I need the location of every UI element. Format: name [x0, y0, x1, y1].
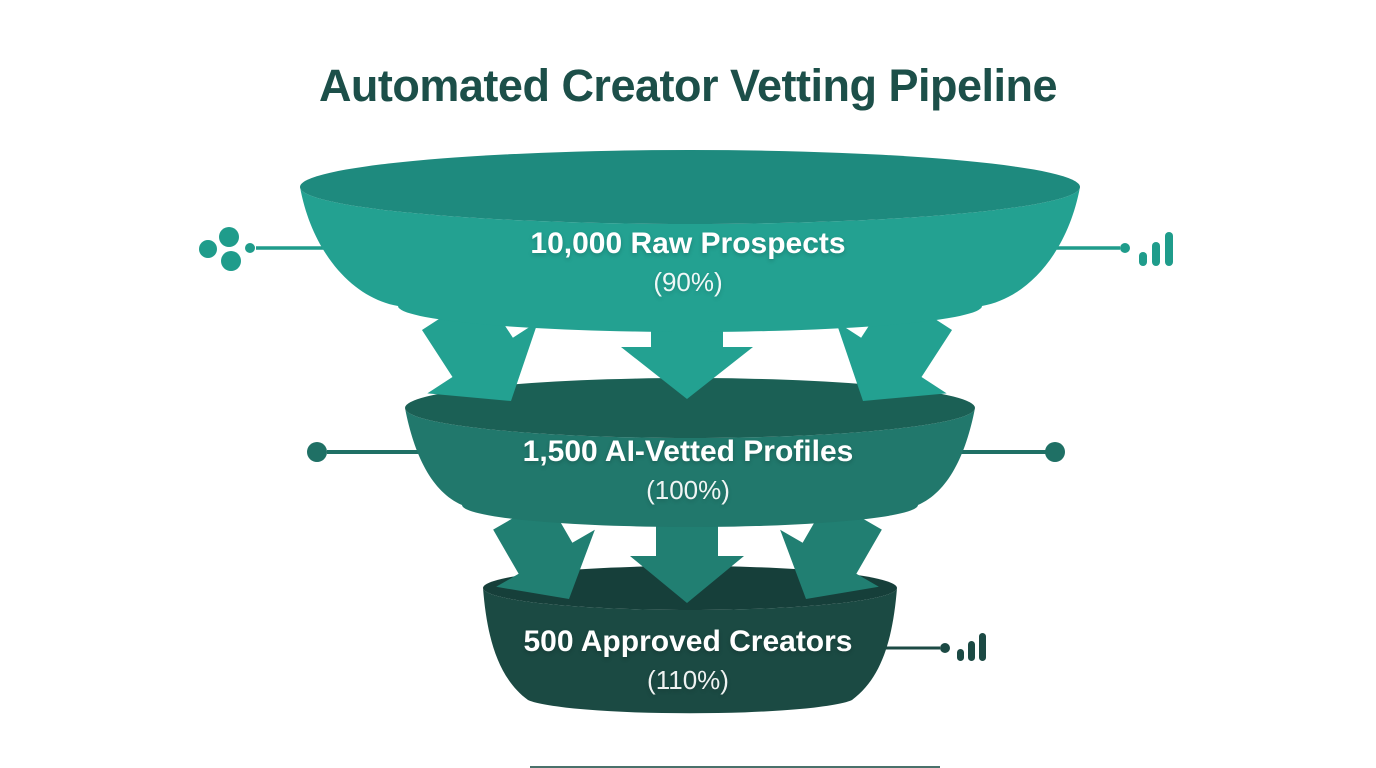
stage2-top-ellipse [405, 378, 975, 438]
connector-dot [1120, 243, 1130, 253]
down-arrow-icon [780, 498, 882, 599]
stage1-top-ellipse [300, 150, 1080, 224]
stage2-body [405, 408, 975, 527]
stage1-right-connector [1046, 232, 1173, 266]
funnel-stage-1 [300, 150, 1080, 332]
funnel-stage-2 [405, 378, 975, 527]
stage1-left-connector [199, 227, 330, 271]
stage3-right-connector [875, 633, 986, 661]
down-arrow-icon [493, 498, 595, 599]
connector-dot [245, 243, 255, 253]
connector-dot [307, 442, 327, 462]
connector-dot [940, 643, 950, 653]
bar-chart-icon [1139, 232, 1173, 266]
stage3-body [483, 588, 897, 714]
stage2-left-connector [307, 442, 435, 462]
arrows-stage2-to-stage3 [493, 498, 882, 603]
page-title: Automated Creator Vetting Pipeline [318, 60, 1058, 111]
stage1-body [300, 187, 1080, 332]
connector-dot [1045, 442, 1065, 462]
bar-chart-icon [957, 633, 986, 661]
down-arrow-icon [630, 505, 744, 603]
cropped-edge-artifact [530, 766, 940, 768]
dots-cluster-icon [199, 227, 241, 271]
